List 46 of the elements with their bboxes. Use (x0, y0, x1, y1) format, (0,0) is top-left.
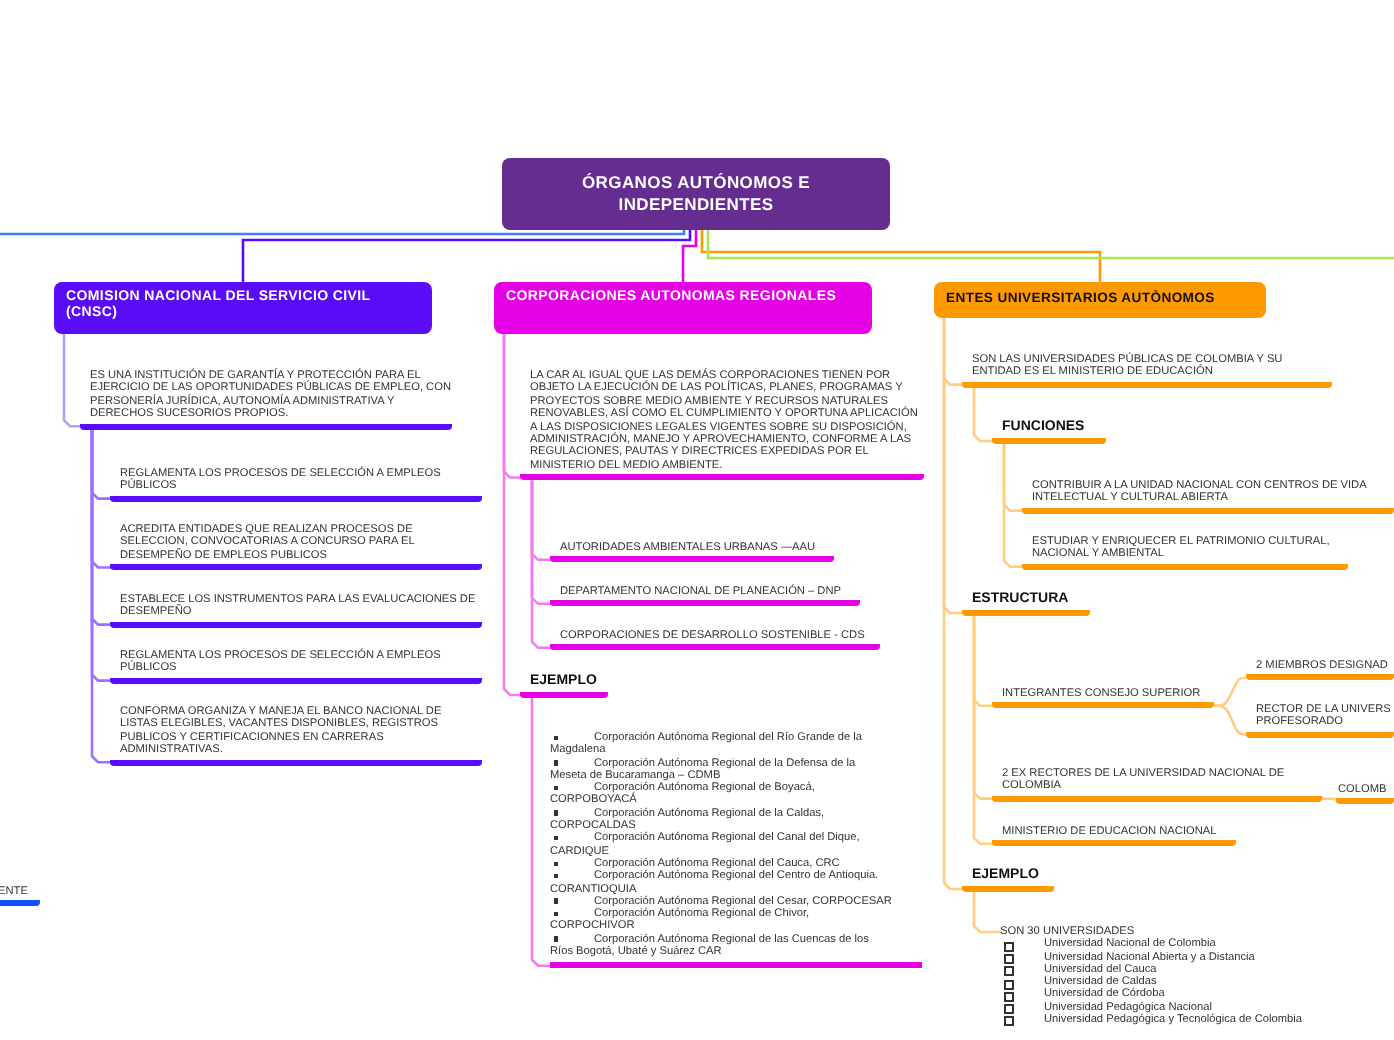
underlined-heading (992, 420, 1106, 444)
underlined-topic (992, 688, 1214, 709)
underlined-topic (1246, 704, 1394, 738)
underlined-topic (1246, 660, 1394, 681)
underlined-topic (110, 594, 482, 628)
connector-line (972, 892, 1002, 934)
branch-box (494, 282, 872, 334)
underlined-heading (962, 868, 1054, 892)
underlined-topic (110, 706, 482, 766)
connector-line (972, 387, 994, 443)
underlined-topic (550, 586, 860, 607)
connector-line (1002, 444, 1024, 568)
underlined-topic (1022, 536, 1348, 570)
connector-line (0, 229, 686, 236)
underlined-topic (110, 524, 482, 571)
underlined-topic (110, 468, 482, 502)
connector-line (681, 230, 698, 282)
underlined-topic (992, 826, 1236, 847)
branch-box (54, 282, 432, 334)
connector-line (942, 318, 964, 891)
underlined-topic (1022, 480, 1394, 514)
title-box (502, 158, 890, 230)
connector-line (972, 616, 994, 846)
underlined-topic (962, 354, 1332, 388)
connector-line (90, 429, 112, 764)
underlined-topic (80, 370, 452, 430)
underlined-topic (110, 650, 482, 684)
connector-line (530, 480, 552, 650)
connector-line (502, 334, 522, 697)
connector-line (700, 230, 1102, 282)
bullet-list (550, 732, 922, 969)
underlined-topic (550, 542, 834, 563)
connector-line (62, 334, 82, 428)
connector-line (1214, 704, 1247, 736)
branch-box (934, 282, 1266, 318)
underlined-topic (0, 886, 40, 907)
underlined-heading (520, 674, 608, 698)
connector-line (241, 230, 692, 282)
connector-line (706, 230, 1394, 260)
connector-line (530, 698, 552, 967)
underlined-topic (1336, 784, 1394, 805)
underlined-topic (550, 630, 880, 651)
underlined-topic (992, 768, 1322, 802)
connector-line (1214, 676, 1247, 708)
heading-text: ÓRGANOS AUTÓNOMOS E INDEPENDIENTES (580, 172, 812, 216)
underlined-heading (962, 592, 1090, 616)
